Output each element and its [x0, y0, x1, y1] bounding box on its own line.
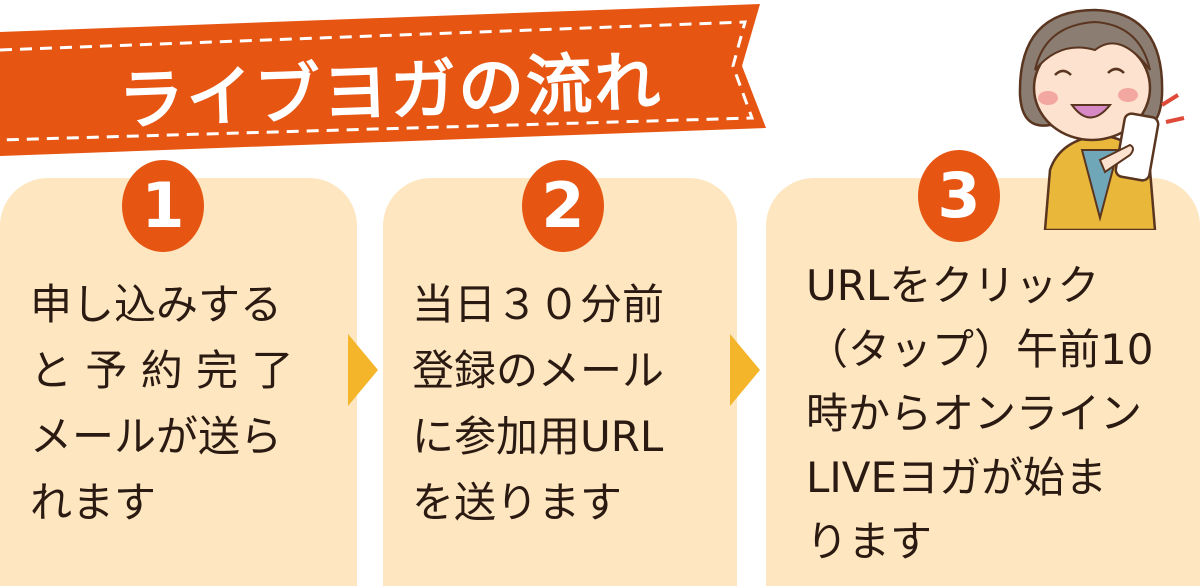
step-text-2: 当日３０分前登録のメールに参加用URL を送ります: [412, 272, 664, 536]
woman-with-phone-illustration: [1018, 8, 1185, 230]
text-line: 申し込みする: [30, 280, 283, 329]
text-line: を送ります: [412, 478, 623, 527]
text-line: 登録のメール: [412, 346, 665, 395]
arrow-right-icon: [730, 334, 760, 406]
step-number-1: 1: [122, 160, 204, 252]
text-line: ります: [806, 517, 933, 566]
step-number-2: 2: [522, 160, 604, 252]
step-number-3: 3: [918, 150, 1000, 242]
step-text-3: URLをクリック （タップ）午前10 時からオンライン LIVEヨガが始まります: [806, 254, 1153, 574]
text-line: 当日３０分前: [412, 280, 665, 329]
text-line: URLをクリック: [806, 261, 1100, 310]
text-line: （タップ）午前10: [806, 325, 1154, 374]
text-line: に参加用URL: [412, 412, 664, 461]
title-ribbon: [0, 4, 766, 156]
text-line: れます: [30, 478, 157, 527]
arrow-right-icon: [348, 334, 378, 406]
text-line: と 予 約 完 了: [30, 346, 294, 395]
text-line: メールが送ら: [30, 412, 283, 461]
text-line: 時からオンライン: [806, 389, 1143, 438]
text-line: LIVEヨガが始ま: [806, 453, 1108, 502]
step-card-3: [766, 178, 1200, 586]
step-text-1: 申し込みすると 予 約 完 了メールが送られます: [30, 272, 293, 536]
